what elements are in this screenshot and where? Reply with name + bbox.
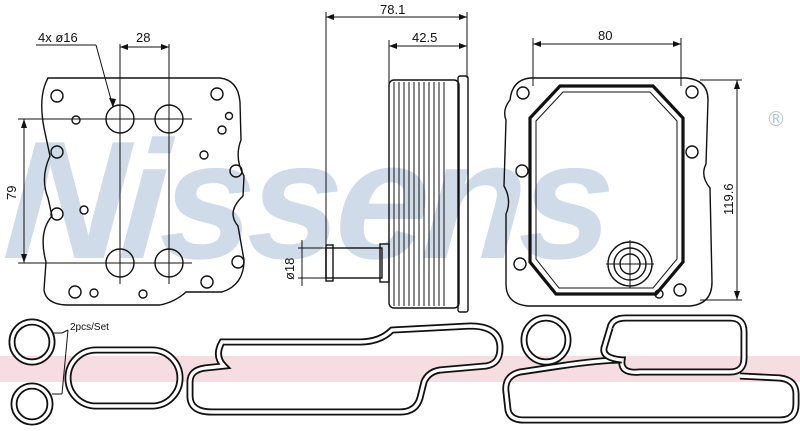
dim-pipe-diameter: ø18 bbox=[282, 258, 297, 280]
dim-hole-spacing: 28 bbox=[136, 30, 150, 45]
watermark-brand: Nissens bbox=[0, 106, 615, 294]
flange-outline bbox=[503, 77, 713, 307]
dim-holes: 4x ø16 bbox=[38, 30, 78, 45]
side-view: 78.1 42.5 ø18 bbox=[282, 2, 469, 313]
dim-total-depth: 78.1 bbox=[380, 2, 405, 17]
dim-flange-width: 80 bbox=[598, 28, 612, 43]
dim-flange-height: 119.6 bbox=[721, 183, 736, 215]
flange-view: 80 119.6 bbox=[503, 28, 742, 307]
dim-body-depth: 42.5 bbox=[412, 30, 437, 45]
seal-outline bbox=[528, 84, 685, 296]
dim-vertical-spacing: 79 bbox=[4, 186, 19, 200]
gaskets: 2pcs/Set bbox=[8, 314, 800, 426]
gasket-note: 2pcs/Set bbox=[70, 322, 109, 333]
flange-plate bbox=[457, 75, 469, 313]
front-plate-outline bbox=[41, 77, 245, 306]
registered-mark: ® bbox=[766, 107, 786, 131]
front-view: 79 28 4x ø16 bbox=[4, 30, 245, 306]
cooler-stack bbox=[388, 79, 460, 309]
